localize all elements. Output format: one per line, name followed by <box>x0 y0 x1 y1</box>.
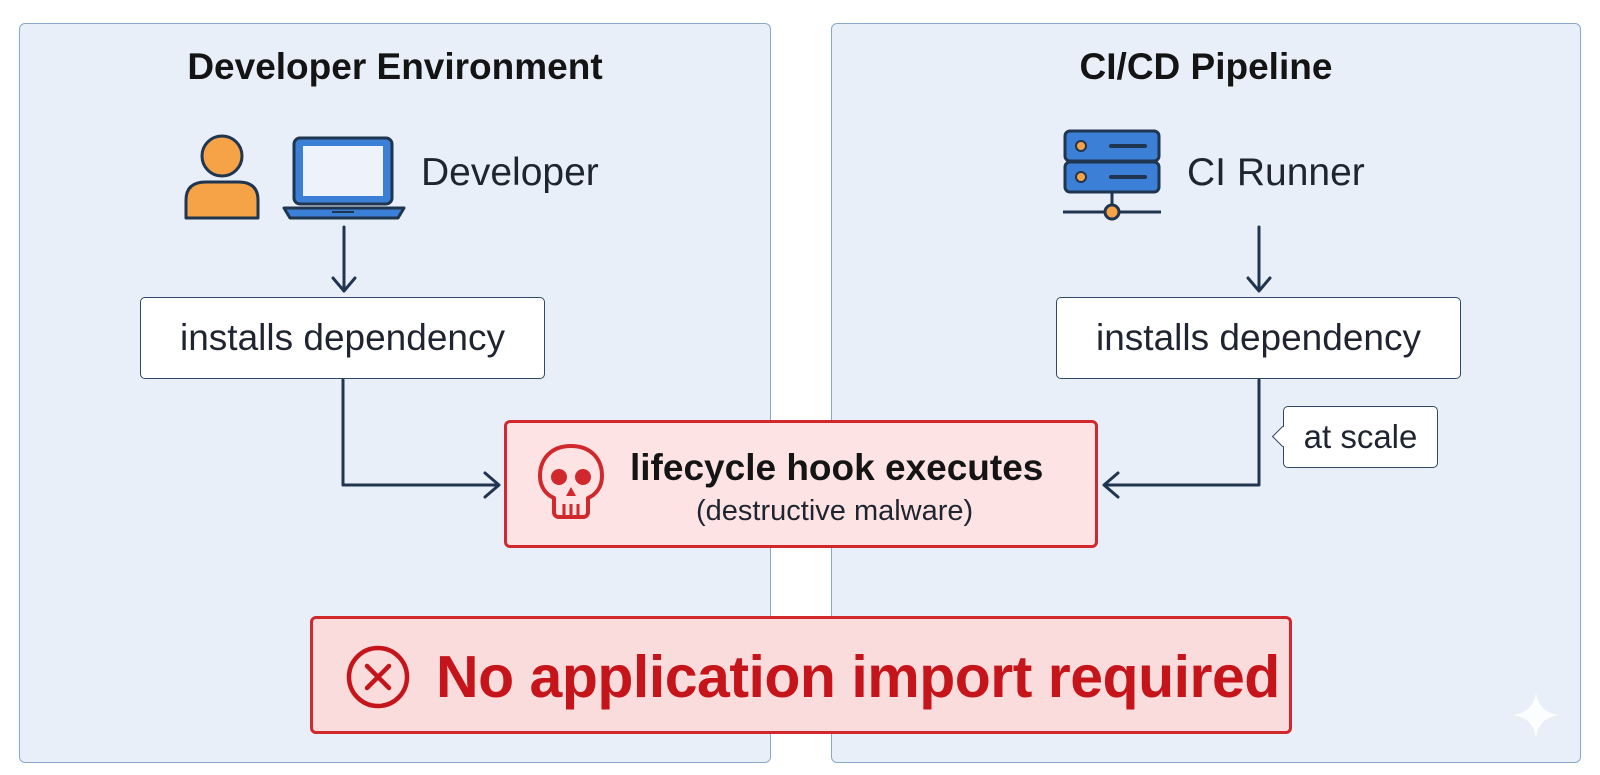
lifecycle-hook-box: lifecycle hook executes (destructive mal… <box>504 420 1098 548</box>
server-icon <box>1063 129 1161 221</box>
banner-text: No application import required <box>436 644 1280 710</box>
ci-installs-dependency-step: installs dependency <box>1056 297 1461 379</box>
ci-runner-label: CI Runner <box>1187 151 1365 194</box>
step-label: installs dependency <box>1096 317 1421 358</box>
hook-title: lifecycle hook executes <box>630 447 1044 488</box>
close-circle-icon <box>346 645 410 709</box>
person-icon <box>184 134 260 220</box>
panel-title: CI/CD Pipeline <box>1079 46 1333 87</box>
step-label: installs dependency <box>180 317 505 358</box>
sparkle-icon <box>1513 692 1559 738</box>
skull-icon <box>538 444 604 519</box>
at-scale-note: at scale <box>1283 406 1438 468</box>
ci-runner-to-install-arrow <box>1246 225 1272 293</box>
developer-to-install-arrow <box>331 225 357 293</box>
laptop-icon <box>282 136 406 220</box>
hook-subtitle: (destructive malware) <box>696 495 974 527</box>
no-import-required-banner: No application import required <box>310 616 1292 734</box>
ci-install-to-hook-arrow <box>1102 378 1261 499</box>
developer-label: Developer <box>421 151 599 194</box>
developer-installs-dependency-step: installs dependency <box>140 297 545 379</box>
developer-install-to-hook-arrow <box>341 378 501 499</box>
note-label: at scale <box>1303 418 1418 455</box>
panel-title: Developer Environment <box>187 46 603 87</box>
